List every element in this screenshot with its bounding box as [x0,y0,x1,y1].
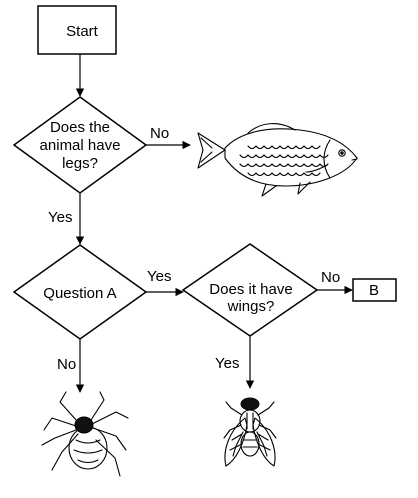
decision-has-legs: Does the animal have legs? [12,96,148,194]
edge-qa-no-label: No [57,356,76,373]
decision-question-a-label: Question A [43,285,116,302]
spider-icon [41,391,129,477]
start-label: Start [66,23,99,40]
fish-icon [197,123,358,197]
decision-has-legs-line-3: legs? [62,155,98,172]
edge-qa-yes-label: Yes [147,268,171,285]
node-b: B [352,278,397,302]
start-node: Start [37,5,117,55]
node-b-label: B [369,282,379,299]
edge-q3-no-label: No [321,269,340,286]
fly-icon [223,397,277,467]
decision-has-legs-line-1: Does the [50,119,110,136]
decision-has-wings-line-1: Does it have [209,281,292,298]
decision-has-wings: Does it have wings? [181,243,319,337]
decision-has-legs-line-2: animal have [40,137,121,154]
decision-has-wings-line-2: wings? [227,298,275,315]
edge-q1-yes-label: Yes [48,209,72,226]
decision-question-a: Question A [12,244,148,340]
edge-q3-yes-label: Yes [215,355,239,372]
fish-scales [239,145,329,177]
edge-q1-no-label: No [150,125,169,142]
